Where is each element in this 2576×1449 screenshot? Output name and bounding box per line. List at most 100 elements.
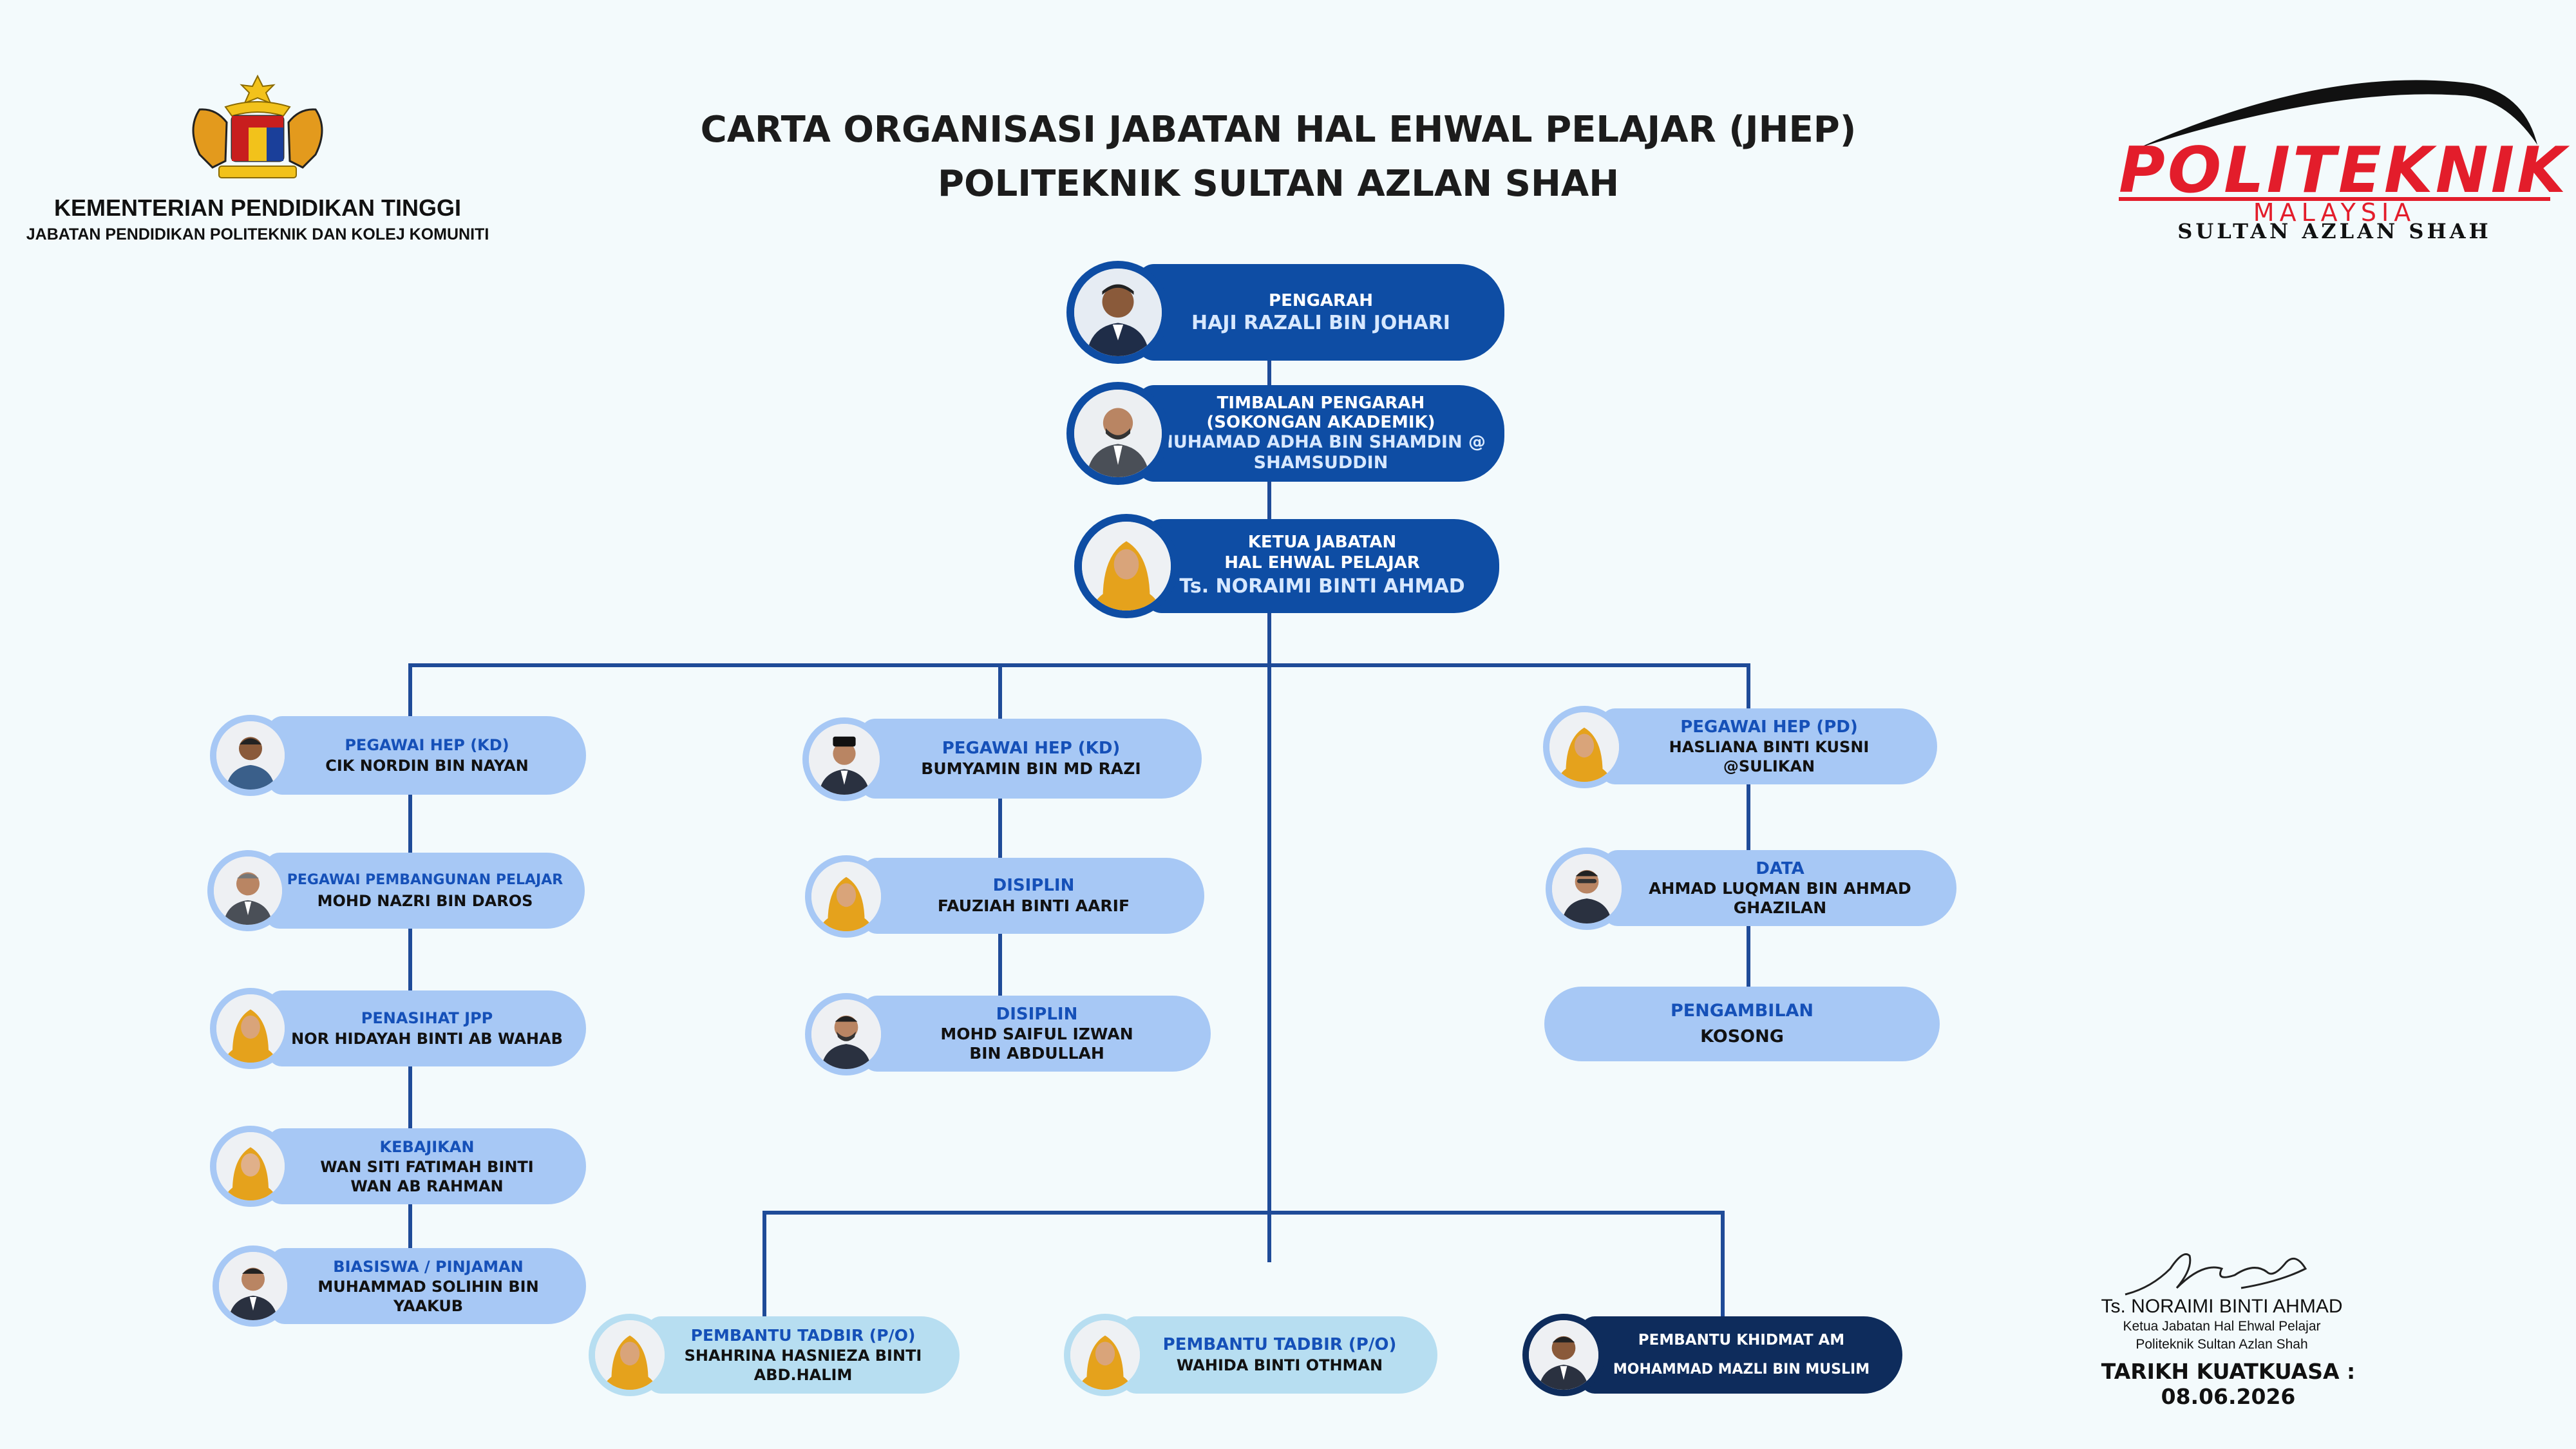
- node-role: PEGAWAI HEP (KD): [345, 736, 509, 754]
- node-role: PEGAWAI PEMBANGUNAN PELAJAR: [287, 872, 564, 888]
- node-role: PEMBANTU TADBIR (P/O): [1162, 1335, 1397, 1354]
- node-role: DATA: [1756, 859, 1804, 878]
- logo-sub: MALAYSIA: [2253, 198, 2416, 227]
- person-photo-icon: [802, 717, 886, 801]
- ministry-name: KEMENTERIAN PENDIDIKAN TINGGI: [53, 194, 462, 221]
- connector-trunk: [1267, 348, 1271, 1262]
- node-role: DISIPLIN: [996, 1005, 1078, 1024]
- person-photo-icon: [1074, 514, 1179, 618]
- connector-branch-top: [408, 663, 1750, 667]
- node-name: WAN SITI FATIMAH BINTI: [320, 1158, 534, 1176]
- node-role: PEGAWAI HEP (KD): [942, 739, 1121, 758]
- effective-date: TARIKH KUATKUASA : 08.06.2026: [2101, 1359, 2356, 1409]
- node-role: TIMBALAN PENGARAH: [1217, 393, 1425, 413]
- node-pembantu-tadbir-1: PEMBANTU TADBIR (P/O) SHAHRINA HASNIEZA …: [589, 1314, 960, 1396]
- node-name: AHMAD LUQMAN BIN AHMAD: [1649, 879, 1911, 898]
- person-photo-icon: [589, 1314, 671, 1396]
- node-name: HASLIANA BINTI KUSNI: [1669, 738, 1870, 756]
- connector-branch-bottom: [762, 1211, 1725, 1215]
- node-penasihat-jpp: PENASIHAT JPP NOR HIDAYAH BINTI AB WAHAB: [210, 988, 586, 1069]
- node-timbalan-pengarah: TIMBALAN PENGARAH (SOKONGAN AKADEMIK) MU…: [1066, 382, 1504, 485]
- node-role: PEMBANTU KHIDMAT AM: [1638, 1332, 1845, 1349]
- node-name: HAJI RAZALI BIN JOHARI: [1191, 312, 1450, 334]
- node-role: PEMBANTU TADBIR (P/O): [690, 1326, 916, 1345]
- person-photo-icon: [805, 993, 887, 1075]
- node-name: SHAHRINA HASNIEZA BINTI: [684, 1347, 922, 1365]
- ministry-caption: KEMENTERIAN PENDIDIKAN TINGGI JABATAN PE…: [0, 194, 515, 244]
- signature-block: Ts. NORAIMI BINTI AHMAD Ketua Jabatan Ha…: [2087, 1243, 2357, 1359]
- logo-underline: [2119, 197, 2550, 201]
- node-name: MUHAMAD ADHA BIN SHAMDIN @: [1156, 432, 1486, 452]
- node-pembantu-tadbir-2: PEMBANTU TADBIR (P/O) WAHIDA BINTI OTHMA…: [1064, 1314, 1437, 1396]
- person-photo-icon: [805, 855, 887, 938]
- node-name: WAHIDA BINTI OTHMAN: [1176, 1356, 1383, 1374]
- node-name: FAUZIAH BINTI AARIF: [937, 896, 1130, 915]
- person-photo-icon: [210, 715, 291, 796]
- node-name: MUHAMMAD SOLIHIN BIN: [317, 1278, 539, 1296]
- node-name-cont: WAN AB RAHMAN: [350, 1177, 504, 1195]
- node-role-sub: HAL EHWAL PELAJAR: [1224, 553, 1420, 573]
- connector-middle: [998, 663, 1002, 1005]
- person-photo-icon: [1543, 706, 1625, 788]
- logo-swoosh-icon: [2138, 80, 2537, 148]
- node-role: BIASISWA / PINJAMAN: [333, 1258, 524, 1276]
- node-name: CIK NORDIN BIN NAYAN: [325, 757, 529, 775]
- node-role: PENASIHAT JPP: [361, 1009, 493, 1027]
- logo-campus: SULTAN AZLAN SHAH: [2177, 219, 2492, 243]
- node-role: PEGAWAI HEP (PD): [1680, 717, 1858, 737]
- handwritten-signature-icon: [2125, 1253, 2307, 1296]
- node-biasiswa-pinjaman: BIASISWA / PINJAMAN MUHAMMAD SOLIHIN BIN…: [213, 1245, 586, 1327]
- node-pembantu-khidmat-am: PEMBANTU KHIDMAT AM MOHAMMAD MAZLI BIN M…: [1522, 1314, 1902, 1396]
- person-photo-icon: [1546, 848, 1628, 930]
- node-kebajikan: KEBAJIKAN WAN SITI FATIMAH BINTI WAN AB …: [210, 1126, 586, 1207]
- logo-word: POLITEKNIK: [2119, 134, 2569, 207]
- node-pegawai-pembangunan-pelajar: PEGAWAI PEMBANGUNAN PELAJAR MOHD NAZRI B…: [207, 850, 585, 931]
- person-photo-icon: [1066, 382, 1170, 485]
- signatory-name: Ts. NORAIMI BINTI AHMAD: [2101, 1296, 2343, 1317]
- person-photo-icon: [213, 1245, 294, 1327]
- node-name: MOHAMMAD MAZLI BIN MUSLIM: [1613, 1361, 1870, 1378]
- node-name: MOHD SAIFUL IZWAN: [940, 1025, 1133, 1043]
- malaysia-coat-of-arms-icon: [180, 71, 335, 184]
- person-photo-icon: [210, 1126, 291, 1207]
- node-role: PENGAMBILAN: [1670, 1001, 1814, 1021]
- person-photo-icon: [1522, 1314, 1605, 1396]
- signatory-position: Ketua Jabatan Hal Ehwal Pelajar: [2123, 1319, 2321, 1334]
- node-name-cont: YAAKUB: [393, 1297, 464, 1315]
- title-line-2: POLITEKNIK SULTAN AZLAN SHAH: [937, 163, 1620, 205]
- person-photo-icon: [1064, 1314, 1146, 1396]
- node-name-cont: @SULIKAN: [1723, 757, 1815, 775]
- politeknik-logo: POLITEKNIK MALAYSIA SULTAN AZLAN SHAH: [2112, 71, 2566, 245]
- connector-bottom-left: [762, 1211, 766, 1340]
- node-role: KEBAJIKAN: [379, 1138, 475, 1156]
- node-name: KOSONG: [1700, 1027, 1784, 1046]
- title-line-1: CARTA ORGANISASI JABATAN HAL EHWAL PELAJ…: [700, 109, 1857, 151]
- node-role: DISIPLIN: [992, 876, 1075, 895]
- connector-bottom-right: [1721, 1211, 1725, 1340]
- person-photo-icon: [207, 850, 289, 931]
- connector-left: [408, 663, 412, 1282]
- node-role: KETUA JABATAN: [1247, 533, 1397, 552]
- node-disiplin-2: DISIPLIN MOHD SAIFUL IZWAN BIN ABDULLAH: [805, 993, 1211, 1075]
- node-name: BUMYAMIN BIN MD RAZI: [921, 759, 1141, 778]
- node-name: NOR HIDAYAH BINTI AB WAHAB: [291, 1030, 563, 1048]
- node-role-sub: (SOKONGAN AKADEMIK): [1206, 413, 1435, 432]
- page-title: CARTA ORGANISASI JABATAN HAL EHWAL PELAJ…: [0, 103, 2576, 211]
- person-photo-icon: [1066, 261, 1170, 364]
- node-name-cont: ABD.HALIM: [753, 1366, 853, 1384]
- node-data: DATA AHMAD LUQMAN BIN AHMAD GHAZILAN: [1546, 848, 1956, 930]
- node-role: PENGARAH: [1269, 291, 1373, 310]
- node-disiplin-1: DISIPLIN FAUZIAH BINTI AARIF: [805, 855, 1204, 938]
- node-name: MOHD NAZRI BIN DAROS: [317, 892, 533, 910]
- node-name-cont: BIN ABDULLAH: [969, 1044, 1104, 1063]
- node-pegawai-hep-pd: PEGAWAI HEP (PD) HASLIANA BINTI KUSNI @S…: [1543, 706, 1937, 788]
- department-name: JABATAN PENDIDIKAN POLITEKNIK DAN KOLEJ …: [26, 225, 489, 243]
- node-name-cont: SHAMSUDDIN: [1253, 453, 1388, 473]
- node-name-cont: GHAZILAN: [1733, 898, 1827, 917]
- node-pegawai-hep-kd-1: PEGAWAI HEP (KD) CIK NORDIN BIN NAYAN: [210, 715, 586, 796]
- node-pengambilan: PENGAMBILAN KOSONG: [1544, 987, 1940, 1061]
- node-ketua-jabatan: KETUA JABATAN HAL EHWAL PELAJAR Ts. NORA…: [1074, 514, 1499, 618]
- signatory-institution: Politeknik Sultan Azlan Shah: [2136, 1337, 2308, 1352]
- person-photo-icon: [210, 988, 291, 1069]
- node-pegawai-hep-kd-2: PEGAWAI HEP (KD) BUMYAMIN BIN MD RAZI: [802, 717, 1202, 801]
